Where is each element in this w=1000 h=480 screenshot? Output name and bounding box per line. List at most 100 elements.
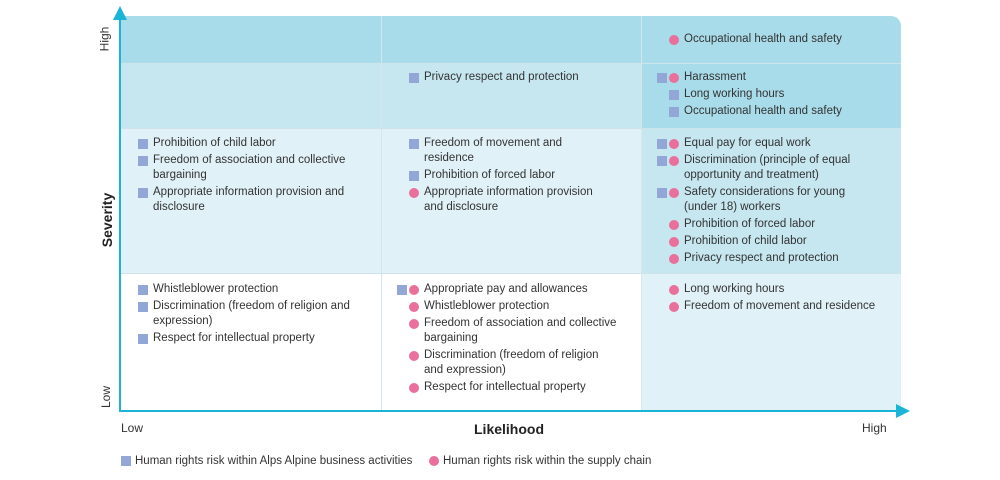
risk-item: Safety considerations for young (under 1… [657,185,850,215]
circle-marker-icon [669,35,679,45]
circle-marker-icon [429,456,439,466]
grid-line [120,128,901,129]
risk-item: Freedom of association and collective ba… [409,316,617,346]
matrix-cell [641,16,901,63]
risk-item-label: Safety considerations for young (under 1… [684,186,846,213]
square-marker-icon [657,73,667,83]
risk-item-label: Whistleblower protection [424,300,550,312]
legend-business: Human rights risk within Alps Alpine bus… [121,455,412,467]
square-marker-icon [138,139,148,149]
risk-item-label: Long working hours [684,283,785,295]
risk-item-label: Appropriate information provision and di… [424,186,593,213]
risk-item: Prohibition of forced labor [409,168,593,183]
risk-item: Occupational health and safety [669,32,842,47]
risk-item: Respect for intellectual property [409,380,616,395]
risk-item-label: Occupational health and safety [684,33,842,45]
matrix-cell [381,273,641,411]
risk-item: Appropriate information provision and di… [138,185,345,215]
risk-item-label: Prohibition of forced labor [424,169,556,181]
risk-item: Freedom of movement and residence [409,136,593,166]
risk-item-label: Long working hours [684,88,785,100]
risk-item: Discrimination (principle of equal oppor… [657,153,851,183]
legend-supply: Human rights risk within the supply chai… [429,455,651,467]
risk-item: Prohibition of child labor [138,136,345,151]
square-marker-icon [409,171,419,181]
grid-line [641,16,642,411]
grid-line [381,16,382,411]
square-marker-icon [409,73,419,83]
cell-item-list: Occupational health and safety [669,32,842,49]
risk-item: Appropriate information provision and di… [409,185,593,215]
risk-item-label: Prohibition of child labor [684,235,807,247]
circle-marker-icon [669,237,679,247]
risk-item: Whistleblower protection [138,282,350,297]
square-marker-icon [669,90,679,100]
y-high-label: High [97,26,112,52]
circle-marker-icon [409,351,419,361]
risk-item: Equal pay for equal work [657,136,850,151]
y-low-label: Low [99,385,114,409]
risk-item-label: Discrimination (freedom of religion and … [424,349,599,376]
risk-item-label: Respect for intellectual property [153,332,315,344]
risk-item: Long working hours [669,282,875,297]
circle-marker-icon [669,254,679,264]
matrix-cell [381,128,641,273]
risk-item-label: Freedom of association and collective ba… [424,317,617,344]
matrix-cell [641,273,901,411]
risk-item-label: Privacy respect and protection [424,71,579,83]
square-marker-icon [121,456,131,466]
x-high-label: High [862,421,887,435]
square-marker-icon [138,156,148,166]
matrix-cell [120,63,381,128]
circle-marker-icon [409,285,419,295]
risk-item-label: Equal pay for equal work [684,137,811,149]
circle-marker-icon [669,156,679,166]
square-marker-icon [138,285,148,295]
risk-item-label: Freedom of movement and residence [424,137,563,164]
matrix-cell [381,63,641,128]
x-low-label: Low [121,421,144,435]
risk-item-label: Prohibition of child labor [153,137,276,149]
risk-item: Privacy respect and protection [409,70,579,85]
risk-item: Discrimination (freedom of religion and … [409,348,616,378]
x-axis-title: Likelihood [474,421,544,437]
circle-marker-icon [669,220,679,230]
risk-item: Whistleblower protection [409,299,616,314]
square-marker-icon [669,107,679,117]
matrix-cell [641,128,901,273]
risk-item-label: Prohibition of forced labor [684,218,816,230]
risk-item-label: Privacy respect and protection [684,252,839,264]
matrix-cell [120,273,381,411]
y-axis-arrow [113,6,127,20]
circle-marker-icon [669,139,679,149]
square-marker-icon [657,188,667,198]
risk-item-label: Appropriate information provision and di… [153,186,345,213]
risk-item: Freedom of association and collective ba… [138,153,346,183]
cell-item-list: Privacy respect and protection [409,70,579,87]
grid-line [120,273,901,274]
risk-item: Freedom of movement and residence [669,299,875,314]
square-marker-icon [657,156,667,166]
risk-item-label: Harassment [684,71,746,83]
square-marker-icon [138,334,148,344]
risk-item-label: Discrimination (freedom of religion and … [153,300,350,327]
x-axis [119,410,899,412]
risk-item: Prohibition of child labor [669,234,850,249]
grid-line [120,63,901,64]
risk-item: Appropriate pay and allowances [397,282,616,297]
matrix-cell [120,16,381,63]
risk-item-label: Discrimination (principle of equal oppor… [684,154,851,181]
risk-item-label: Appropriate pay and allowances [424,283,588,295]
legend-supply-label: Human rights risk within the supply chai… [443,455,652,467]
circle-marker-icon [669,188,679,198]
risk-item: Long working hours [669,87,842,102]
x-axis-arrow [896,404,910,418]
risk-item-label: Freedom of association and collective ba… [153,154,346,181]
matrix-cell [381,16,641,63]
square-marker-icon [138,188,148,198]
square-marker-icon [397,285,407,295]
risk-item: Discrimination (freedom of religion and … [138,299,350,329]
